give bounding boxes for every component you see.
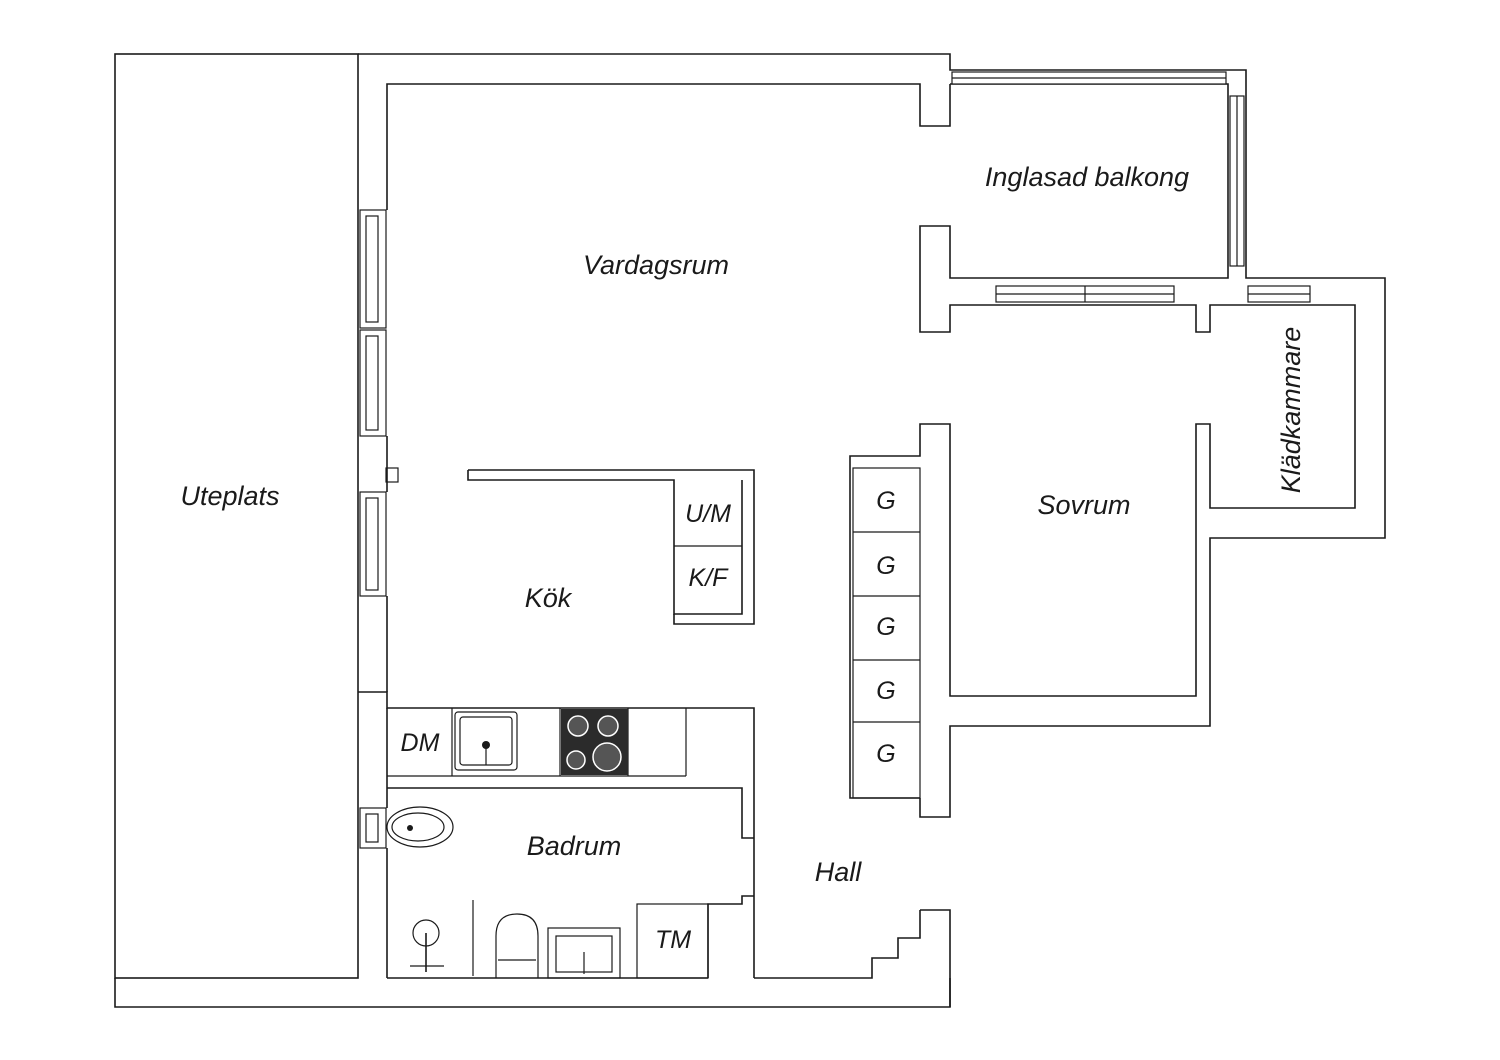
wardrobe-label: G [876, 487, 895, 515]
room-label-uteplats: Uteplats [180, 481, 279, 511]
fixture-label-kf: K/F [689, 564, 730, 592]
wardrobes [852, 467, 921, 799]
kitchen-counter [467, 469, 755, 625]
wardrobe-label: G [876, 613, 895, 641]
balcony-glazing [951, 71, 1311, 303]
room-label-badrum: Badrum [527, 831, 622, 861]
wardrobe-label: G [876, 552, 895, 580]
room-label-hall: Hall [815, 857, 863, 887]
west-windows [359, 209, 399, 849]
room-label-kladkammare: Klädkammare [1276, 327, 1306, 494]
fixture-label-tm: TM [655, 926, 691, 954]
room-label-vardagsrum: Vardagsrum [583, 250, 729, 280]
room-label-inglasad-balkong: Inglasad balkong [985, 162, 1189, 192]
fixture-label-dm: DM [401, 729, 440, 757]
outer-walls [358, 53, 1386, 1007]
wardrobe-label: G [876, 677, 895, 705]
fixture-label-um: U/M [685, 500, 731, 528]
room-label-kok: Kök [525, 583, 573, 613]
kitchen-worktop [358, 691, 755, 978]
bathroom [386, 787, 754, 979]
room-label-sovrum: Sovrum [1037, 490, 1130, 520]
wardrobe-label: G [876, 740, 895, 768]
hall-walls [754, 910, 921, 979]
